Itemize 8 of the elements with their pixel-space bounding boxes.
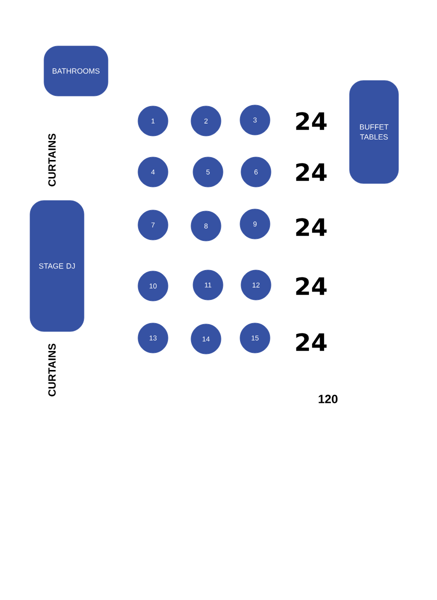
seat-count: 24 [296, 333, 327, 351]
seat-count: 24 [296, 277, 327, 295]
seat-count: 24 [296, 112, 327, 130]
seat-count: 24 [296, 163, 327, 181]
seat-count: 24 [296, 218, 327, 236]
curtains-label: CURTAINS [48, 134, 56, 186]
curtains-label: CURTAINS [48, 344, 56, 396]
total-count: 120 [318, 394, 338, 404]
